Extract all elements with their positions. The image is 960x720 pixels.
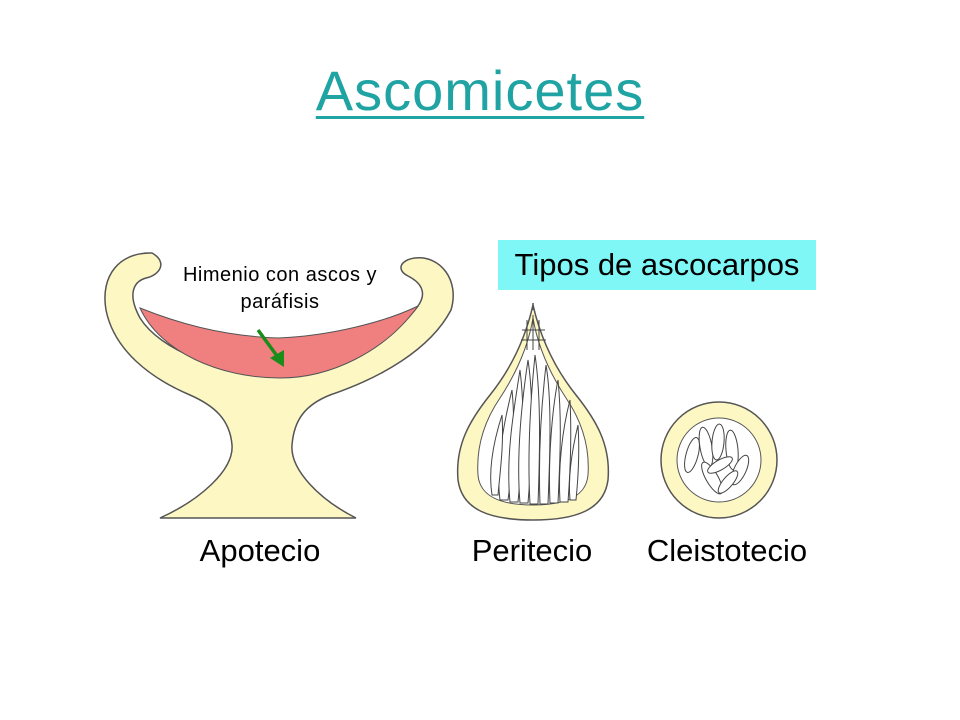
- peritecio-asci: [490, 315, 580, 505]
- slide-title: Ascomicetes: [315, 59, 645, 122]
- apotecio-drawing: [104, 252, 454, 519]
- caption-cleistotecio: Cleistotecio: [646, 533, 808, 568]
- caption-peritecio: Peritecio: [471, 533, 593, 568]
- apotecio-hymenium: [139, 305, 419, 379]
- cleistotecio-asci: [684, 423, 750, 495]
- caption-apotecio: Apotecio: [199, 533, 321, 568]
- hymenium-label-line-2: paráfisis: [240, 291, 320, 313]
- cleistotecio-drawing: [660, 401, 778, 519]
- hymenium-arrow: [256, 328, 284, 367]
- ascocarp-types-label: Tipos de ascocarpos: [498, 240, 816, 290]
- peritecio-drawing: [456, 303, 610, 521]
- hymenium-label: Himenio con ascos y paráfisis: [160, 262, 400, 316]
- hymenium-label-line-1: Himenio con ascos y: [182, 264, 378, 286]
